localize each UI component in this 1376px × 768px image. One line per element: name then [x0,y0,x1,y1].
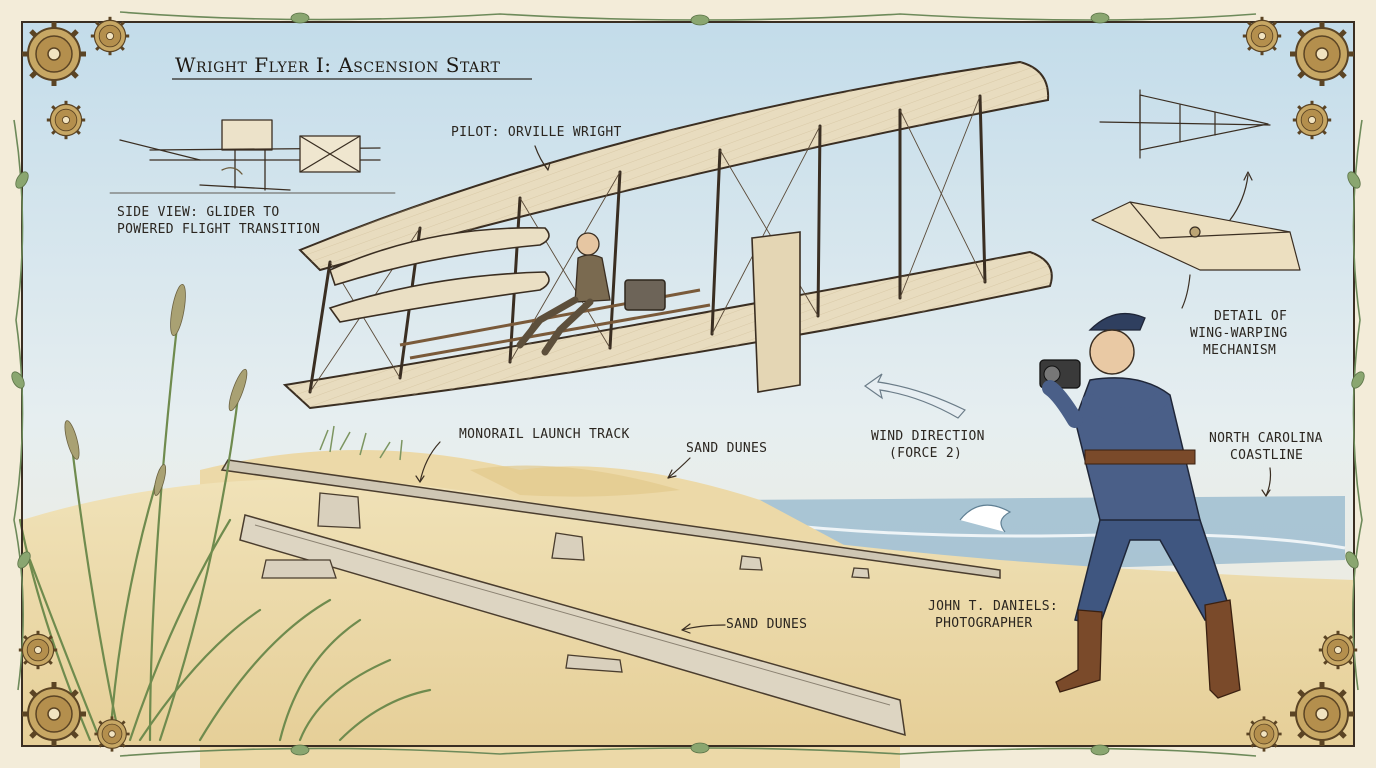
dune-shading [470,465,680,497]
label-pointers [415,145,1272,634]
photographer-label-line2: PHOTOGRAPHER [935,616,1033,631]
sand-dunes-lower-label: SAND DUNES [726,617,807,632]
boot-right [1204,599,1241,699]
forward-elevator [329,227,550,286]
engine [624,279,666,311]
wing-warping-detail [1091,89,1301,309]
dune-grass-left [18,298,432,742]
detail-label-line2: WING-WARPING [1190,326,1288,341]
monorail-label: MONORAIL LAUNCH TRACK [459,427,630,442]
monorail-launch-track [220,459,1001,737]
coast-label-line2: COASTLINE [1230,448,1303,463]
detail-label-line1: DETAIL OF [1214,309,1287,324]
shoreline [739,518,1346,550]
wright-flyer [282,60,1053,410]
boot-left [1055,609,1103,693]
pilot-label: PILOT: ORVILLE WRIGHT [451,125,622,140]
side-view-label-line2: POWERED FLIGHT TRANSITION [117,222,320,237]
detail-label-line3: MECHANISM [1203,343,1276,358]
leaf-accents [11,12,1365,756]
wind-label-line1: WIND DIRECTION [871,429,985,444]
pilot-figure [516,232,611,356]
sand-dunes-upper-label: SAND DUNES [686,441,767,456]
side-view-inset [109,119,396,194]
grass-seed-heads [64,283,248,496]
rear-rudder [751,231,801,393]
wave-crest [959,504,1012,533]
photographer-label-line1: JOHN T. DANIELS: [928,599,1058,614]
photographer-head [1089,329,1135,375]
photographer-figure [1039,312,1241,699]
wind-direction-arrow [863,373,966,419]
page-title: Wright Flyer I: Ascension Start [175,53,500,77]
forward-elevator-lower [328,271,550,323]
coast-label-line1: NORTH CAROLINA [1209,431,1323,446]
dune-grass-tuft [319,425,403,461]
wind-label-line2: (FORCE 2) [889,446,962,461]
side-view-label-line1: SIDE VIEW: GLIDER TO [117,205,280,220]
